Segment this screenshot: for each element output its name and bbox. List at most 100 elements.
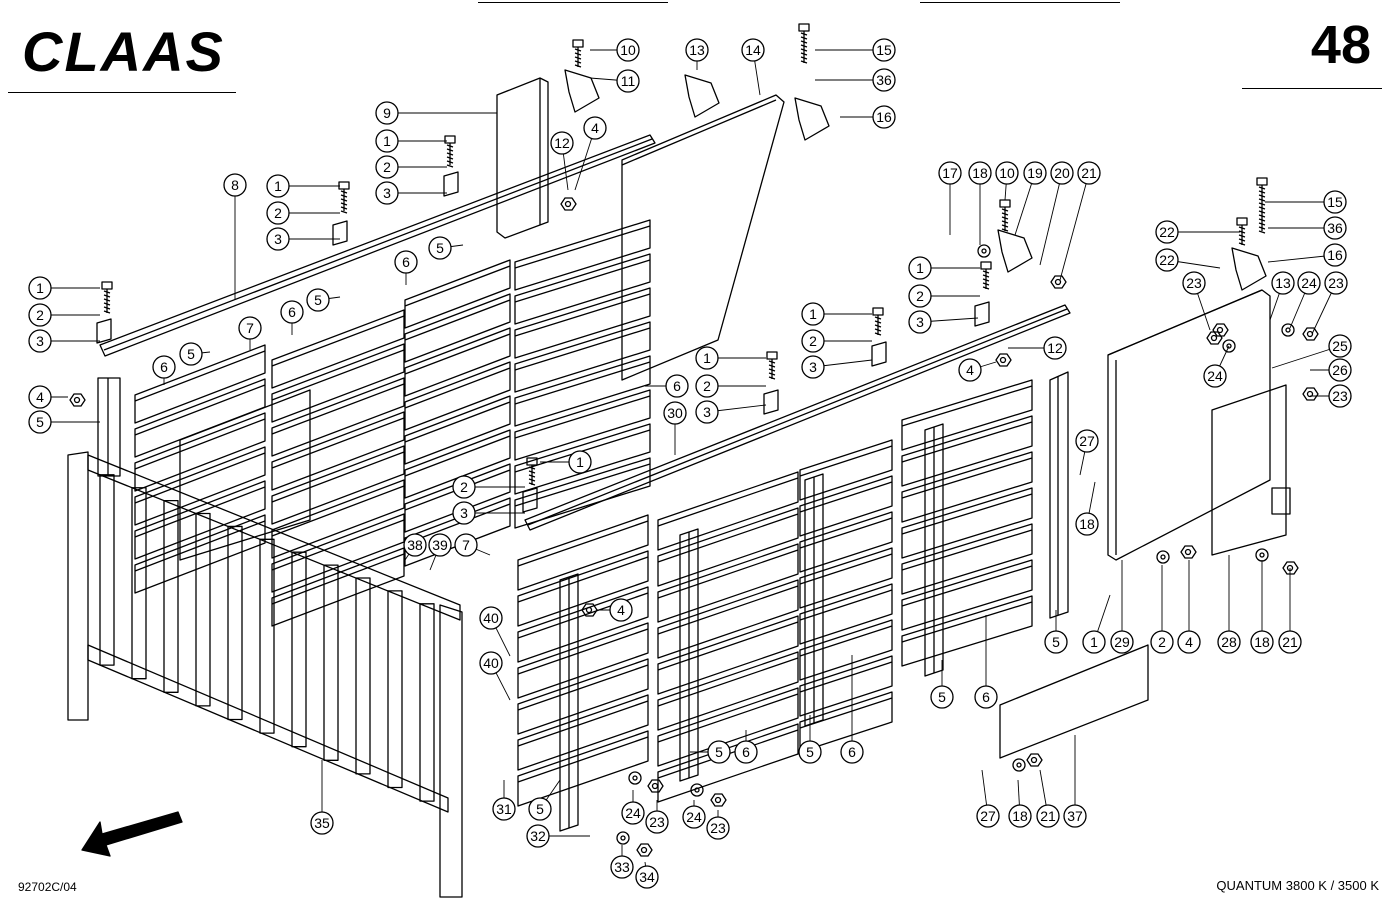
callout-circle xyxy=(266,227,290,251)
callout-4a: 4 xyxy=(583,116,607,140)
callout-circle xyxy=(310,811,334,835)
callout-circle xyxy=(28,276,52,300)
callout-circle xyxy=(645,810,669,834)
callout-circle xyxy=(479,651,503,675)
callout-label: 1 xyxy=(383,133,391,149)
callout-30: 30 xyxy=(663,401,687,425)
callout-23c: 23 xyxy=(1328,384,1352,408)
callout-circle xyxy=(798,740,822,764)
callout-label: 23 xyxy=(649,814,665,830)
callout-label: 21 xyxy=(1282,634,1298,650)
callout-29: 29 xyxy=(1110,630,1134,654)
callout-circle xyxy=(28,329,52,353)
slat-stack-6a xyxy=(134,344,266,594)
callout-1d: 1 xyxy=(908,256,932,280)
callout-circle xyxy=(1155,220,1179,244)
callout-40b: 40 xyxy=(479,651,503,675)
callout-27b: 27 xyxy=(976,804,1000,828)
callout-label: 21 xyxy=(1040,808,1056,824)
callout-label: 2 xyxy=(1158,634,1166,650)
callout-label: 13 xyxy=(689,42,705,58)
callout-label: 2 xyxy=(703,378,711,394)
callout-circle xyxy=(1110,630,1134,654)
callout-2c: 2 xyxy=(28,303,52,327)
callout-12b: 12 xyxy=(1043,336,1067,360)
callout-label: 3 xyxy=(36,333,44,349)
callout-circle xyxy=(801,355,825,379)
callout-circle xyxy=(1323,190,1347,214)
vertical-channel xyxy=(496,77,549,239)
leader-line xyxy=(1039,172,1063,266)
callout-5i: 5 xyxy=(528,797,552,821)
callout-circle xyxy=(452,475,476,499)
callout-circle xyxy=(428,533,452,557)
callout-1b: 1 xyxy=(266,174,290,198)
callout-39: 39 xyxy=(428,533,452,557)
nut-8 xyxy=(1206,331,1223,345)
callout-circle xyxy=(1075,512,1099,536)
callout-5e: 5 xyxy=(1044,630,1068,654)
bracket-4 xyxy=(871,341,887,367)
callout-3b: 3 xyxy=(266,227,290,251)
washer-0 xyxy=(1156,550,1170,564)
callout-6a: 6 xyxy=(394,250,418,274)
callout-18d: 18 xyxy=(1008,804,1032,828)
callout-label: 2 xyxy=(274,205,282,221)
callout-circle xyxy=(616,69,640,93)
callout-21c: 21 xyxy=(1036,804,1060,828)
callout-label: 29 xyxy=(1114,634,1130,650)
callout-5a: 5 xyxy=(428,236,452,260)
callout-24a: 24 xyxy=(1297,271,1321,295)
callout-label: 3 xyxy=(703,404,711,420)
callout-10b: 10 xyxy=(995,161,1019,185)
drawing-number: 92702C/04 xyxy=(18,880,77,894)
nut-6 xyxy=(1302,387,1319,401)
callout-label: 6 xyxy=(160,359,168,375)
callout-23e: 23 xyxy=(706,816,730,840)
callout-2d: 2 xyxy=(908,284,932,308)
callout-22b: 22 xyxy=(1155,248,1179,272)
callout-circle xyxy=(1203,364,1227,388)
slat-stack-6g xyxy=(799,439,893,753)
callout-label: 5 xyxy=(314,292,322,308)
callout-circle xyxy=(1328,334,1352,358)
callout-5d: 5 xyxy=(28,410,52,434)
callout-circle xyxy=(550,131,574,155)
callout-circle xyxy=(734,740,758,764)
callout-6b: 6 xyxy=(280,300,304,324)
callout-circle xyxy=(280,300,304,324)
callout-label: 18 xyxy=(1254,634,1270,650)
callout-label: 18 xyxy=(1079,516,1095,532)
callout-circle xyxy=(908,256,932,280)
callout-label: 39 xyxy=(432,537,448,553)
callout-24c: 24 xyxy=(621,801,645,825)
callout-circle xyxy=(1297,271,1321,295)
callout-circle xyxy=(454,533,478,557)
callout-circle xyxy=(1250,630,1274,654)
callout-35: 35 xyxy=(310,811,334,835)
callout-label: 19 xyxy=(1027,165,1043,181)
callout-label: 36 xyxy=(1327,220,1343,236)
callout-20: 20 xyxy=(1050,161,1074,185)
callout-label: 7 xyxy=(246,320,254,336)
callout-label: 34 xyxy=(639,869,655,885)
bracket-1 xyxy=(443,171,459,197)
post-5-3 xyxy=(924,423,944,677)
washer-1 xyxy=(1255,548,1269,562)
callout-34: 34 xyxy=(635,865,659,889)
right-vertical-post xyxy=(1049,371,1069,619)
callout-label: 37 xyxy=(1067,808,1083,824)
callout-label: 21 xyxy=(1081,165,1097,181)
slat-stack-6h xyxy=(901,379,1033,667)
nut-2 xyxy=(995,353,1012,367)
front-posts xyxy=(559,423,944,832)
callout-circle xyxy=(695,346,719,370)
callout-label: 5 xyxy=(36,414,44,430)
nut-3 xyxy=(1050,275,1067,289)
callout-circle xyxy=(1063,804,1087,828)
callout-6c: 6 xyxy=(152,355,176,379)
callout-3g: 3 xyxy=(452,501,476,525)
callout-25: 25 xyxy=(1328,334,1352,358)
callout-12a: 12 xyxy=(550,131,574,155)
